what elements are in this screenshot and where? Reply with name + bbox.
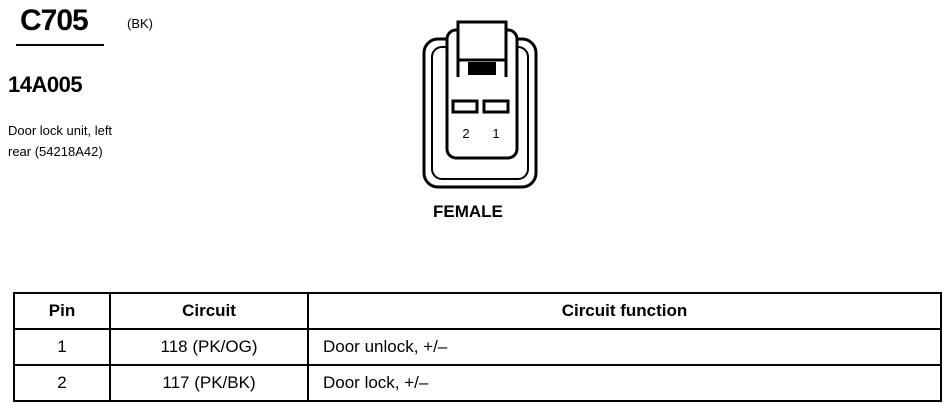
pin-cavity-1	[482, 99, 510, 114]
table-row: 2 117 (PK/BK) Door lock, +/–	[13, 364, 942, 402]
pin-label-2: 2	[462, 126, 469, 141]
part-number: 14A005	[8, 72, 83, 97]
pin-label-1: 1	[492, 126, 499, 141]
description-line-1: Door lock unit, left	[8, 123, 113, 138]
cell-pin: 2	[13, 364, 111, 402]
pinout-table: Pin Circuit Circuit function 1 118 (PK/O…	[13, 292, 942, 402]
header-circuit: Circuit	[109, 292, 309, 330]
cell-circuit: 117 (PK/BK)	[109, 364, 309, 402]
connector-id: C705	[20, 4, 89, 37]
description-line-2: rear (54218A42)	[8, 144, 103, 159]
table-header-row: Pin Circuit Circuit function	[13, 292, 942, 330]
pin-cavity-2	[451, 99, 479, 114]
connector-gender-label: FEMALE	[433, 202, 503, 221]
cell-circuit: 118 (PK/OG)	[109, 328, 309, 366]
cell-pin: 1	[13, 328, 111, 366]
header-pin: Pin	[13, 292, 111, 330]
header-circuit-function: Circuit function	[307, 292, 942, 330]
cell-circuit-function: Door lock, +/–	[307, 364, 942, 402]
cell-circuit-function: Door unlock, +/–	[307, 328, 942, 366]
connector-id-underline	[16, 44, 104, 46]
connector-color: (BK)	[127, 16, 153, 31]
connector-face-diagram: 2 1	[422, 20, 538, 189]
table-row: 1 118 (PK/OG) Door unlock, +/–	[13, 328, 942, 366]
